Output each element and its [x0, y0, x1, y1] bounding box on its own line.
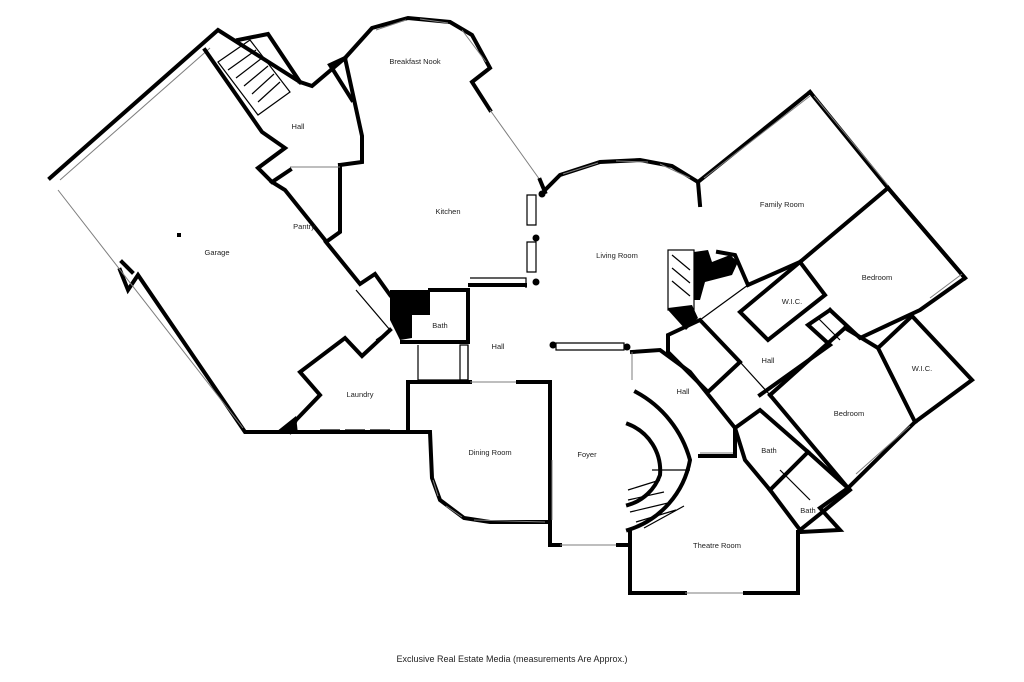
curved-stair	[625, 389, 693, 533]
label-garage: Garage	[204, 248, 229, 257]
hall-pantry-walls	[202, 47, 393, 341]
living-family-walls	[542, 89, 968, 351]
label-bath-east-1: Bath	[761, 446, 776, 455]
label-bedroom-1: Bedroom	[862, 273, 892, 282]
label-theatre-room: Theatre Room	[693, 541, 741, 550]
label-wic-2: W.I.C.	[912, 364, 932, 373]
label-kitchen: Kitchen	[435, 207, 460, 216]
label-hall-upper: Hall	[292, 122, 305, 131]
footer-credit: Exclusive Real Estate Media (measurement…	[396, 654, 628, 664]
center-bath-walls	[390, 288, 470, 381]
label-laundry: Laundry	[346, 390, 373, 399]
label-bedroom-2: Bedroom	[834, 409, 864, 418]
label-family-room: Family Room	[760, 200, 804, 209]
label-wic-1: W.I.C.	[782, 297, 802, 306]
central-hall-walls	[629, 284, 771, 458]
label-hall-center: Hall	[492, 342, 505, 351]
label-bath-east-2: Bath	[800, 506, 815, 515]
label-pantry: Pantry	[293, 222, 315, 231]
label-dining-room: Dining Room	[468, 448, 511, 457]
theatre-walls	[628, 426, 800, 595]
label-living-room: Living Room	[596, 251, 638, 260]
label-breakfast-nook: Breakfast Nook	[389, 57, 441, 66]
dining-walls	[288, 380, 553, 547]
label-bath-center: Bath	[432, 321, 447, 330]
laundry-walls	[276, 327, 400, 435]
label-foyer: Foyer	[577, 450, 597, 459]
label-hall-east: Hall	[762, 356, 775, 365]
upper-stairs	[217, 31, 303, 116]
garage-walls	[47, 27, 303, 434]
bedroom2-walls	[767, 313, 975, 535]
label-hall-foyer: Hall	[677, 387, 690, 396]
kitchen-walls	[342, 15, 548, 288]
